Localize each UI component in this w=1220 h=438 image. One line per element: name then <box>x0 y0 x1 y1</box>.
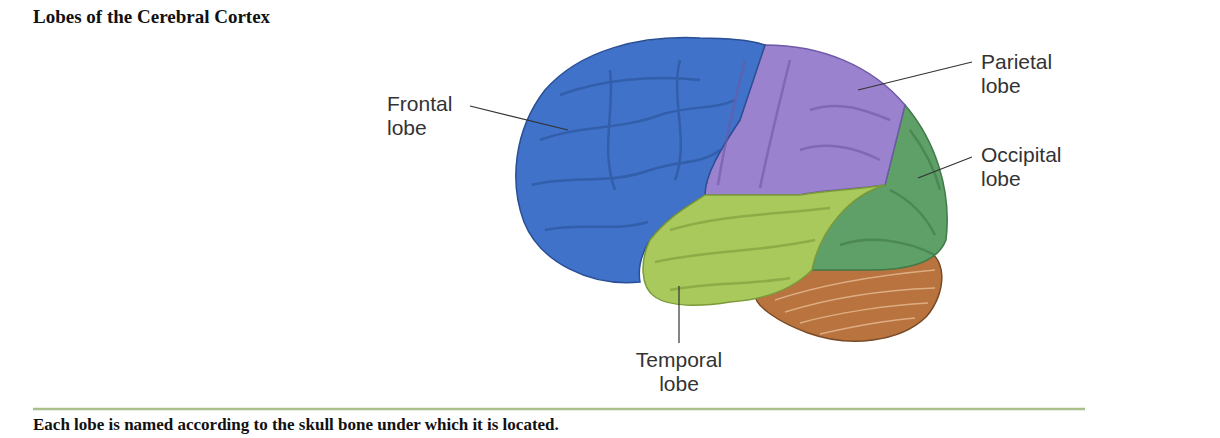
occipital-label: Occipital lobe <box>981 143 1062 191</box>
parietal-gyri <box>718 60 890 188</box>
figure-caption: Each lobe is named according to the skul… <box>33 415 559 435</box>
parietal-label: Parietal lobe <box>981 50 1052 98</box>
temporal-leader <box>678 286 679 343</box>
frontal-gyri <box>532 60 735 230</box>
temporal-label: Temporal lobe <box>636 348 722 396</box>
figure-title: Lobes of the Cerebral Cortex <box>33 6 270 28</box>
frontal-label: Frontal lobe <box>387 92 452 140</box>
leader-lines <box>470 62 972 343</box>
frontal-leader <box>470 106 568 130</box>
parietal-leader <box>858 62 972 90</box>
temporal-gyri <box>655 208 830 290</box>
occipital-gyri <box>840 130 940 255</box>
occipital-leader <box>918 157 972 178</box>
divider-rule <box>33 408 1085 411</box>
